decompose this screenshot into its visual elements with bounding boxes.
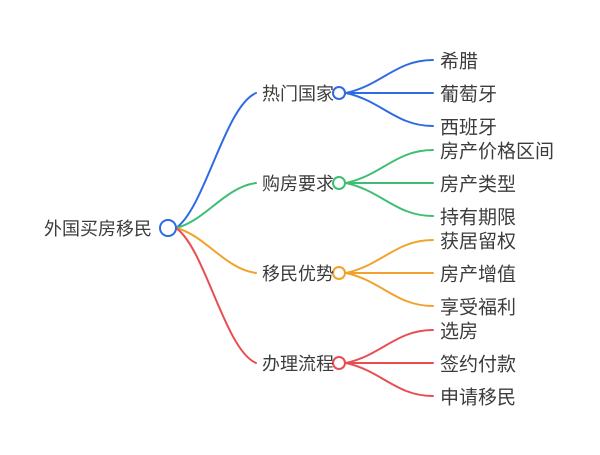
edge-root-immigration-advantages — [175, 227, 257, 274]
node-portugal[interactable]: 葡萄牙 — [440, 84, 498, 106]
node-property-appreciation[interactable]: 房产增值 — [440, 264, 517, 286]
node-greece[interactable]: 希腊 — [440, 51, 479, 73]
edge-immigration-advantages-residence-permit — [345, 239, 434, 274]
node-choose-property[interactable]: 选房 — [440, 321, 479, 343]
node-handle-application-process[interactable] — [332, 356, 346, 370]
node-apply-immigration[interactable]: 申请移民 — [440, 387, 517, 409]
node-property-type[interactable]: 房产类型 — [440, 174, 517, 196]
edge-root-popular-countries — [175, 92, 257, 229]
node-holding-period[interactable]: 持有期限 — [440, 207, 517, 229]
node-handle-immigration-advantages[interactable] — [332, 266, 346, 280]
node-residence-permit[interactable]: 获居留权 — [440, 231, 517, 253]
node-handle-purchase-requirements[interactable] — [332, 176, 346, 190]
edge-application-process-choose-property — [345, 329, 434, 364]
edge-popular-countries-greece — [345, 59, 434, 94]
node-handle-popular-countries[interactable] — [332, 86, 346, 100]
edge-immigration-advantages-welfare-benefits — [345, 272, 434, 307]
edge-application-process-apply-immigration — [345, 362, 434, 397]
node-popular-countries[interactable]: 热门国家 — [262, 84, 334, 104]
node-welfare-benefits[interactable]: 享受福利 — [440, 297, 517, 319]
node-spain[interactable]: 西班牙 — [440, 117, 498, 139]
edge-root-application-process — [175, 227, 257, 364]
node-immigration-advantages[interactable]: 移民优势 — [262, 264, 334, 284]
edge-root-purchase-requirements — [175, 182, 257, 229]
edge-popular-countries-spain — [345, 92, 434, 127]
node-sign-and-pay[interactable]: 签约付款 — [440, 354, 517, 376]
node-application-process[interactable]: 办理流程 — [262, 354, 334, 374]
node-purchase-requirements[interactable]: 购房要求 — [262, 174, 334, 194]
edge-purchase-requirements-price-range — [345, 149, 434, 184]
node-root[interactable]: 外国买房移民 — [44, 219, 152, 239]
node-handle-root[interactable] — [159, 219, 177, 237]
edge-purchase-requirements-holding-period — [345, 182, 434, 217]
node-price-range[interactable]: 房产价格区间 — [440, 141, 555, 163]
